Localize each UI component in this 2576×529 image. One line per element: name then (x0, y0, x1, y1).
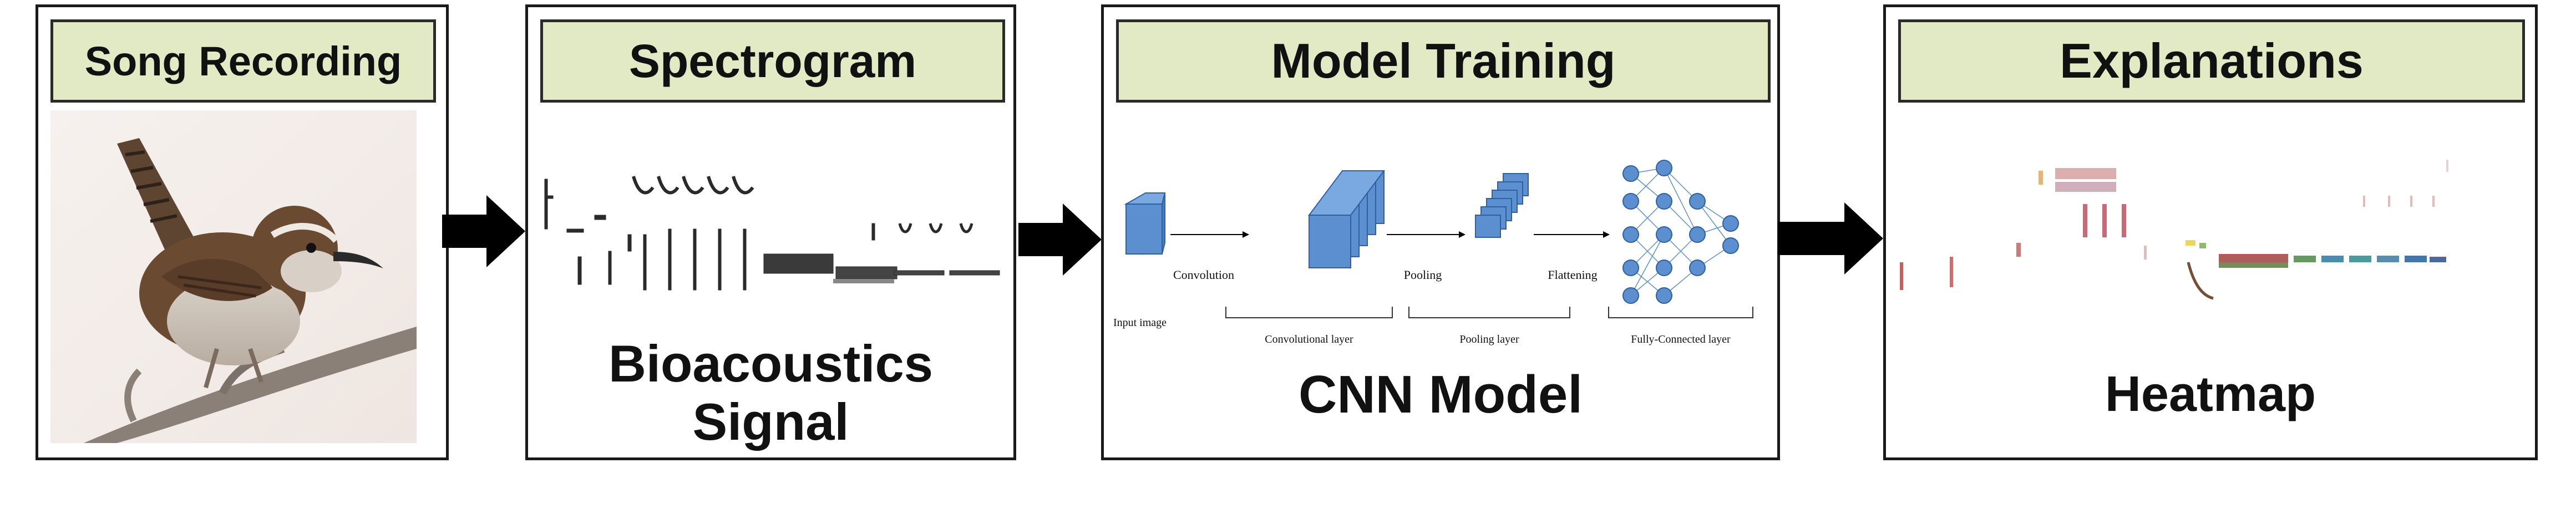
spectrogram-caption: Bioacoustics Signal (528, 334, 1013, 451)
right-arrow-icon (1778, 202, 1883, 274)
stage-title: Spectrogram (540, 19, 1005, 103)
label-fc-layer: Fully-Connected layer (1631, 333, 1731, 345)
cnn-architecture-diagram: Convolution Pooling Flattening Input ima… (1113, 160, 1753, 345)
stage-spectrogram: Spectrogram (525, 4, 1016, 460)
stage-model-training: Model Training (1101, 4, 1780, 460)
stage-title: Explanations (1898, 19, 2525, 103)
stage-title: Song Recording (50, 19, 436, 103)
right-arrow-icon (442, 195, 525, 267)
right-arrow-icon (1018, 204, 1102, 276)
label-convolution: Convolution (1173, 268, 1234, 282)
label-pooling-layer: Pooling layer (1459, 333, 1519, 345)
label-input-image: Input image (1113, 317, 1167, 329)
bird-photo (50, 110, 417, 443)
label-conv-layer: Convolutional layer (1265, 333, 1353, 345)
stage-explanations: Explanations (1883, 4, 2538, 460)
heatmap-image (1900, 160, 2448, 300)
caption-line: Bioacoustics (608, 334, 934, 393)
input-cube (1124, 192, 1166, 255)
stage-title: Model Training (1116, 19, 1771, 103)
caption-line: Signal (692, 393, 849, 451)
stage-song-recording: Song Recording (36, 4, 449, 460)
label-flattening: Flattening (1548, 268, 1597, 282)
heatmap-caption: Heatmap (2105, 367, 2316, 422)
spectrogram-image (544, 176, 1000, 291)
label-pooling: Pooling (1404, 268, 1442, 282)
cnn-caption: CNN Model (1299, 365, 1583, 424)
